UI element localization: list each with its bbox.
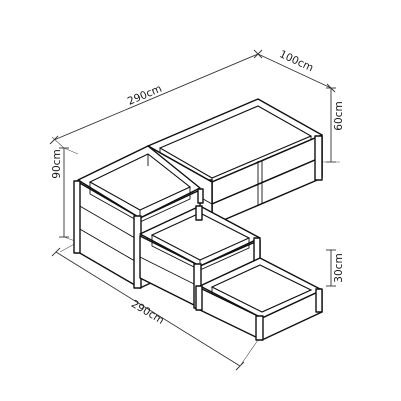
height-low-label: 30cm xyxy=(333,253,345,282)
height-mid-label: 60cm xyxy=(333,101,345,130)
low-front-bed xyxy=(195,257,323,341)
dim-height-mid: 60cm xyxy=(322,87,345,163)
bottom-width-label: 290cm xyxy=(129,298,166,327)
dim-height-low: 30cm xyxy=(326,249,345,287)
top-width-label: 290cm xyxy=(126,83,164,108)
height-tall-label: 90cm xyxy=(51,149,63,178)
dim-top-depth: 100cm xyxy=(253,48,336,93)
top-depth-label: 100cm xyxy=(277,48,315,74)
